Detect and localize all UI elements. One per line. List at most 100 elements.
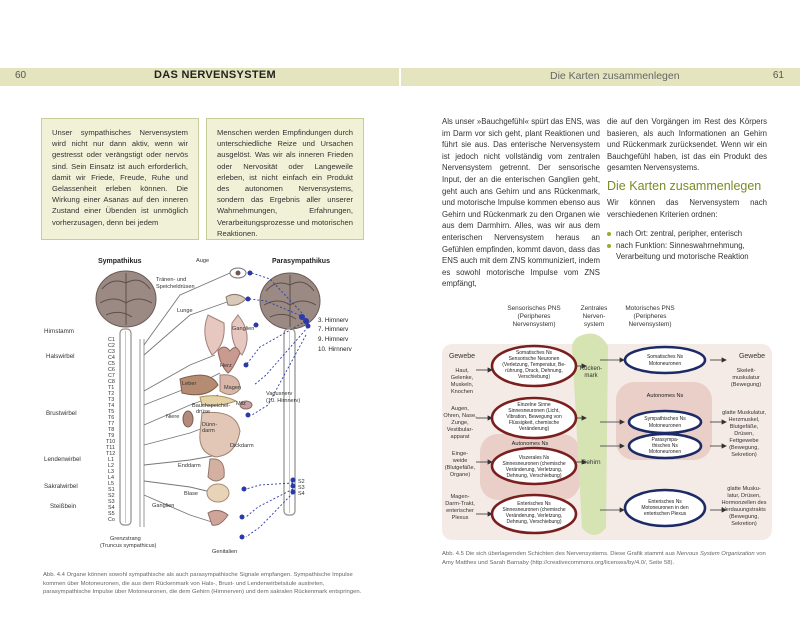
label-druese: drüse: [196, 409, 210, 415]
kidney-icon: [182, 410, 194, 428]
label-gehirn: Gehirn: [581, 459, 601, 466]
vertebra-label: C1: [108, 337, 115, 343]
intestine-icon: [199, 411, 241, 458]
label-duenndarm-a: Dünn-: [202, 422, 217, 428]
node-sensory-enteric: [490, 493, 578, 535]
label-genitalien: Genitalien: [212, 549, 237, 555]
node-text: Veränderung, Verletzung,: [506, 467, 562, 473]
vertebra-label: T11: [106, 445, 115, 451]
node-text: Sinnesneuronen (chemische: [502, 507, 566, 513]
arrows: [476, 357, 727, 517]
label-traenen: Tränen- und: [156, 277, 186, 283]
tissue-label: Organe): [450, 472, 471, 478]
header-motor-2: (Peripheres: [633, 313, 666, 320]
header-sensory-3: Nervensystem): [513, 321, 556, 328]
stomach-icon: [219, 374, 241, 395]
label-truncus: (Truncus sympathicus): [100, 543, 157, 549]
body-text-column-2: die auf den Vorgängen im Rest des Körper…: [607, 117, 767, 173]
tissue-label: Knochen: [451, 389, 473, 395]
label-gewebe-left: Gewebe: [449, 353, 475, 360]
tissue-label: Sekretion): [731, 452, 757, 458]
brain-icon-left: [95, 270, 157, 328]
label-leber: Leber: [182, 381, 196, 387]
body-text-column-1: Als unser »Bauchgefühl« spürt das ENS, w…: [442, 117, 600, 289]
vertebra-label: S4: [298, 491, 305, 497]
vertebra-label: C6: [108, 367, 115, 373]
section-intro: Wir können das Nervensystem nach verschi…: [607, 198, 767, 219]
tissue-label: Zunge,: [451, 420, 469, 426]
vertebra-label: T12: [106, 451, 115, 457]
node-text: Veränderung): [519, 426, 550, 432]
vertebra-label: L1: [108, 457, 114, 463]
header-sensory-2: (Peripheres: [517, 313, 550, 320]
heart-icon: [217, 346, 241, 374]
vertebra-label: S2: [108, 493, 115, 499]
vertebra-label: L3: [108, 469, 114, 475]
header-sensory-1: Sensorisches PNS: [507, 305, 560, 312]
node-text: Parasympa-: [652, 437, 679, 443]
vertebra-label: T8: [108, 427, 114, 433]
caption-source-title: Nervous System Organization: [676, 551, 755, 557]
label-hirnnerv-10: 10. Hirnnerv: [318, 346, 353, 353]
vertebra-label: L5: [108, 481, 114, 487]
pancreas-icon: [199, 395, 238, 406]
tissue-label: Verdauungstrakts: [722, 507, 766, 513]
node-text: Enterisches Ns: [517, 501, 551, 507]
vertebra-label: C4: [108, 355, 115, 361]
tissue-label: (Blutgefäße,: [445, 465, 476, 471]
tissue-label: Plexus: [452, 515, 469, 521]
node-text: Flüssigkeit, chemische: [509, 420, 560, 426]
vertebra-label: C8: [108, 379, 115, 385]
node-text: Motoneuronen: [649, 423, 681, 429]
figure-autonomic-nervous-system: Sympathikus Parasympathikus: [40, 255, 370, 563]
node-text: Dehnung, Verschiebung): [506, 473, 561, 479]
label-ganglien: Ganglien: [232, 326, 254, 332]
node-text: rührung, Druck, Dehnung,: [505, 368, 563, 374]
header-central-1: Zentrales: [581, 305, 608, 312]
vertebra-label: T9: [108, 433, 114, 439]
node-text: Motoneuronen: [649, 361, 681, 367]
tissue-label: Muskeln,: [451, 382, 474, 388]
tissue-label: glatte Muskulatur,: [722, 410, 766, 416]
layers-diagram: Sensorisches PNS (Peripheres Nervensyste…: [442, 305, 772, 540]
label-blase: Blase: [184, 491, 198, 497]
header-central-3: system: [584, 321, 604, 328]
tissue-label: (Bewegung): [731, 382, 761, 388]
label-milz: Milz: [236, 401, 246, 407]
spine-left: [119, 328, 132, 526]
vertebra-label: T3: [108, 397, 114, 403]
label-lendenwirbel: Lendenwirbel: [44, 456, 81, 463]
vertebra-label: T1: [108, 385, 114, 391]
label-sakralwirbel: Sakralwirbel: [44, 483, 78, 490]
column-headers: Sensorisches PNS (Peripheres Nervensyste…: [507, 305, 674, 328]
ganglia-dots: [239, 270, 259, 540]
info-box-sympathetic: Unser sympathisches Nervensystem wird ni…: [41, 118, 199, 240]
bladder-icon: [206, 483, 230, 503]
tissue-label: apparat: [451, 434, 470, 440]
node-text: Vibration, Bewegung von: [506, 414, 562, 420]
node-text: Verschiebung): [518, 374, 550, 380]
tissue-label: Augen,: [451, 406, 469, 412]
caption-text: von Amy Matthes und Sarah Barnaby (http:…: [442, 551, 766, 566]
vertebra-label: S3: [298, 485, 305, 491]
node-text: Viszerales Ns: [519, 455, 550, 461]
sympathetic-chain: [139, 339, 145, 527]
page-number-left: 60: [15, 70, 27, 81]
vertebra-label: T5: [108, 409, 114, 415]
cns-shape: [572, 333, 608, 535]
vertebra-label: C2: [108, 343, 115, 349]
bullet-list: nach Ort: zentral, peripher, enterisch n…: [607, 228, 769, 263]
brain-icon-right: [259, 272, 321, 330]
bullet-item: nach Funktion: Sinneswahrnehmung, Verarb…: [607, 240, 769, 263]
caption-text: Abb. 4.5 Die sich überlagernden Schichte…: [442, 551, 677, 557]
label-duenndarm-b: darm: [202, 428, 215, 434]
label-vagus-b: (10. Hirnnerv): [266, 398, 300, 404]
label-bauchspeichel: Bauchspeichel-: [192, 403, 230, 409]
sensory-nodes: [490, 344, 578, 535]
running-subtitle: Die Karten zusammenlegen: [550, 70, 680, 82]
liver-icon: [179, 374, 219, 396]
tissue-labels-left: Haut, Gelenke, Muskeln, Knochen Augen, O…: [443, 368, 477, 521]
tissue-label: Darm-Trakt,: [445, 501, 475, 507]
vertebra-label: C3: [108, 349, 115, 355]
